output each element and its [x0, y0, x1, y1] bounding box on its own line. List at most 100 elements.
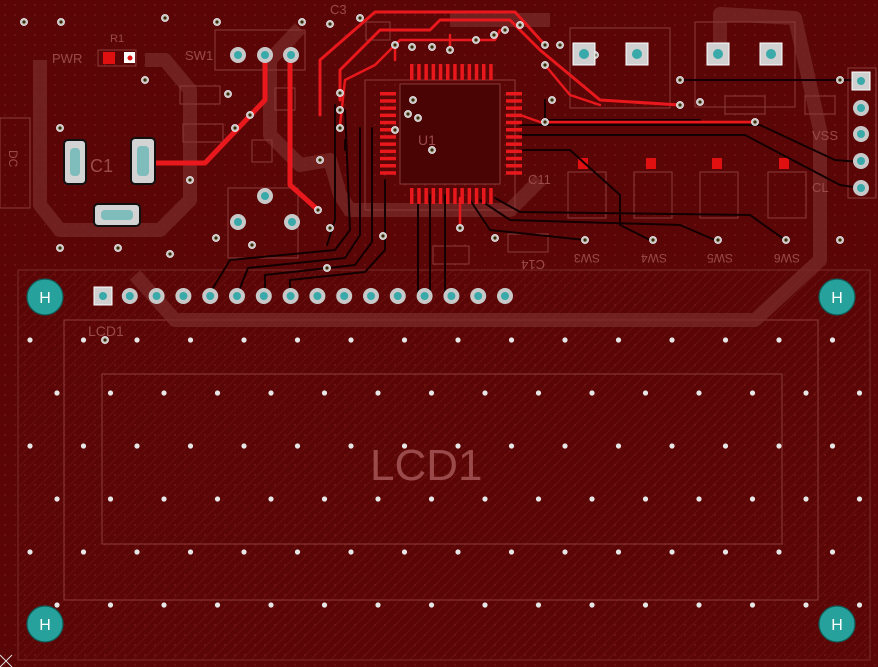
ic-pin [380, 135, 396, 139]
ic-pin [506, 164, 522, 168]
lcd-via [776, 337, 782, 343]
lcd-via [669, 443, 675, 449]
lcd-via [803, 496, 809, 502]
lcd-via [856, 496, 863, 502]
lcd-header-drill [233, 292, 241, 300]
lcd1-small-label: LCD1 [88, 323, 124, 339]
lcd-via [589, 390, 595, 396]
lcd-via [268, 496, 274, 502]
switch-pads[interactable] [572, 42, 783, 66]
pwr-led[interactable] [97, 49, 137, 67]
lcd-via [508, 549, 515, 555]
lcd-via [54, 496, 60, 502]
lcd-via [348, 337, 354, 343]
sw3-label: SW3 [574, 251, 600, 265]
c3-label: C3 [330, 2, 347, 17]
lcd-via [321, 390, 328, 396]
ic-pin [380, 99, 396, 103]
sw1-label: SW1 [185, 48, 213, 63]
ic-pin [410, 188, 414, 204]
lcd-via [401, 549, 408, 555]
ic-pin [506, 149, 522, 154]
via-drill [226, 92, 230, 96]
lcd-header-drill [501, 292, 509, 300]
mounting-hole-icon[interactable]: H [26, 278, 64, 316]
header-pads[interactable] [230, 47, 300, 230]
lcd-via [428, 602, 435, 608]
lcd-via [562, 443, 568, 449]
lcd-via [856, 390, 863, 396]
ic-pin [453, 188, 457, 204]
lcd-via [535, 390, 542, 396]
lcd-via [428, 496, 435, 502]
via-drill [518, 23, 522, 27]
ic-pin [380, 149, 396, 154]
vias [20, 14, 863, 608]
mounting-hole-icon[interactable]: H [818, 605, 856, 643]
via-drill [448, 48, 452, 52]
lcd-via [80, 337, 87, 343]
right-header[interactable] [851, 71, 871, 196]
sw6-label: SW6 [774, 251, 800, 265]
lcd-via [375, 390, 381, 396]
lcd-header-drill [152, 292, 161, 300]
via-drill [543, 43, 547, 47]
lcd-via [642, 496, 649, 502]
lcd-header-row[interactable] [93, 286, 513, 306]
lcd-via [321, 602, 328, 608]
ic-pin [446, 64, 450, 80]
via-drill [651, 238, 655, 242]
lcd-via [54, 602, 60, 608]
lcd-via [589, 602, 595, 608]
lcd-via [80, 443, 87, 449]
lcd-via [642, 602, 649, 608]
lcd-via [161, 496, 167, 502]
ic-pin [380, 106, 396, 110]
lcd-via [508, 337, 515, 343]
ic-pin [446, 188, 450, 204]
lcd-header-drill [259, 292, 268, 300]
lcd-header-drill [367, 292, 375, 300]
dc-jack-pads[interactable] [63, 137, 156, 227]
via-drill [838, 78, 842, 82]
lcd-via [241, 443, 247, 449]
via-drill [678, 78, 682, 82]
lcd-via [294, 337, 301, 343]
mounting-holes[interactable]: H H H H [26, 278, 856, 643]
lcd-via [776, 549, 782, 555]
via-drill [430, 45, 434, 49]
via-drill [411, 98, 415, 102]
mounting-hole-icon[interactable]: H [26, 605, 64, 643]
mounting-hole-icon[interactable]: H [818, 278, 856, 316]
lcd-header-drill [286, 292, 295, 300]
via-drill [250, 243, 254, 247]
ic-pin [489, 64, 493, 80]
ic-pin [482, 64, 486, 80]
lcd-via [27, 549, 33, 555]
dc-label: DC [6, 150, 20, 168]
ic-pin [460, 64, 464, 80]
ic-pin [380, 113, 396, 118]
via-drill [233, 126, 237, 130]
ic-pin [380, 128, 396, 132]
lcd-via [482, 496, 488, 502]
lcd-header-drill [313, 292, 322, 300]
via-drill [430, 148, 434, 152]
ic-pin [460, 188, 464, 204]
lcd-via [615, 337, 622, 343]
c1-label: C1 [90, 156, 113, 176]
lcd-via [669, 549, 675, 555]
lcd-via [401, 337, 408, 343]
lcd-via [107, 496, 114, 502]
via-drill [550, 98, 554, 102]
silkscreen-labels: LCD1 LCD1 PWR R1 C3 C1 C11 C14 SW1 VSS C… [6, 2, 838, 490]
via-drill [325, 266, 329, 270]
sw4-label: SW4 [641, 251, 667, 265]
ic-pin [506, 120, 522, 125]
lcd-via [696, 390, 702, 396]
lcd-via [803, 390, 809, 396]
ic-pin [506, 99, 522, 103]
lcd-via [535, 602, 542, 608]
lcd-via [482, 390, 488, 396]
